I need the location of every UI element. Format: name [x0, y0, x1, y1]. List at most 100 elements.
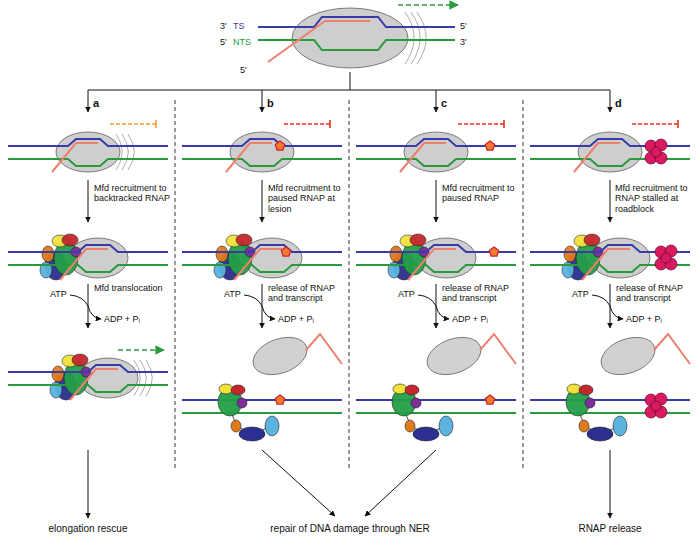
rna-transcript	[70, 369, 118, 400]
pause-arrow	[284, 123, 330, 125]
panel-separator	[175, 100, 176, 470]
mfd-domain	[231, 385, 245, 395]
backtrack-outline	[122, 134, 128, 170]
atp-in-arc	[418, 295, 436, 306]
rna-transcript	[654, 334, 690, 364]
adp-out-arc	[436, 306, 449, 319]
pause-bar	[329, 120, 331, 128]
rna-transcript	[480, 334, 516, 364]
step-arrow	[88, 180, 89, 222]
outcome-text: elongation rescue	[13, 523, 163, 535]
rna-transcript	[400, 143, 446, 172]
adp-label: ADP + Pᵢ	[104, 314, 140, 324]
branch-arrow	[436, 90, 437, 112]
roadblock-protein	[651, 147, 661, 157]
strand-end: 3'	[220, 21, 227, 31]
nontemplate-strand	[182, 412, 342, 414]
elongation-arrow	[398, 4, 458, 6]
strand-end: 5'	[220, 37, 227, 47]
step-arrow	[610, 180, 611, 222]
panel-letter: b	[267, 97, 274, 110]
backtrack-outline	[411, 12, 420, 64]
step-text: release of RNAP and transcript	[616, 283, 696, 304]
nontemplate-strand	[8, 265, 168, 272]
step-text: release of RNAP and transcript	[442, 283, 522, 304]
branch-arrow	[88, 90, 89, 112]
step-text: Mfd recruitment to paused RNAP at lesion	[268, 183, 350, 214]
adp-out-arc	[610, 306, 623, 319]
step-text: release of RNAP and transcript	[268, 283, 348, 304]
pause-arrow	[458, 123, 504, 125]
strand-name: TS	[233, 21, 245, 31]
rnap-polymerase	[248, 330, 312, 381]
rna-transcript	[574, 143, 620, 172]
step-text: Mfd recruitment to paused RNAP	[442, 183, 524, 204]
nontemplate-strand	[182, 265, 342, 272]
mfd-domain	[587, 427, 613, 441]
dna-lesion	[485, 395, 495, 404]
dna-lesion	[281, 247, 291, 256]
step-arrow	[262, 180, 263, 222]
adp-out-arc	[88, 306, 101, 319]
branch-arrow	[610, 90, 611, 112]
adp-label: ADP + Pᵢ	[626, 314, 662, 324]
mfd-domain	[216, 246, 228, 262]
mfd-domain	[231, 420, 241, 432]
nontemplate-strand	[356, 159, 516, 166]
nontemplate-strand	[356, 265, 516, 272]
atp-in-arc	[70, 295, 88, 306]
rnap-polymerase	[422, 330, 486, 381]
backtrack-outline	[128, 134, 134, 170]
mfd-domain	[72, 354, 88, 366]
strand-name: NTS	[233, 37, 251, 47]
step-text: Mfd recruitment to backtracked RNAP	[94, 183, 176, 204]
mfd-domain	[411, 398, 421, 408]
dna-lesion	[485, 141, 495, 150]
rna-transcript	[226, 143, 272, 172]
backtrack-outline	[146, 360, 152, 396]
mfd-domain	[237, 398, 247, 408]
rnap-polymerase	[596, 330, 660, 381]
rna-transcript	[60, 249, 108, 280]
adp-label: ADP + Pᵢ	[278, 314, 314, 324]
pause-arrow	[110, 123, 156, 125]
outcome-text: repair of DNA damage through NER	[240, 523, 460, 535]
outcome-arrow	[610, 450, 611, 518]
nontemplate-strand	[8, 159, 168, 166]
outcome-arrow	[88, 450, 89, 518]
mfd-domain	[405, 385, 419, 395]
roadblock-protein	[651, 401, 661, 411]
mfd-domain	[413, 427, 439, 441]
mfd-domain	[584, 234, 600, 246]
atp-label: ATP	[224, 289, 241, 299]
branch-arrow	[262, 90, 263, 112]
rna-transcript	[582, 249, 630, 280]
mfd-domain	[564, 246, 576, 262]
pause-bar	[503, 120, 505, 128]
backtrack-outline	[417, 12, 426, 64]
rna-transcript	[408, 249, 456, 280]
panel-letter: a	[93, 97, 99, 110]
mfd-domain	[236, 234, 252, 246]
mfd-domain	[390, 246, 402, 262]
panel-separator	[349, 100, 350, 470]
nontemplate-strand	[8, 385, 168, 392]
strand-end: 3'	[460, 37, 467, 47]
rna-transcript	[306, 334, 342, 364]
step-text: Mfd translocation	[94, 283, 174, 293]
atp-label: ATP	[572, 289, 589, 299]
mfd-domain	[410, 234, 426, 246]
outcome-arrow	[365, 450, 436, 516]
pause-arrow	[632, 123, 678, 125]
mfd-domain	[439, 416, 453, 436]
atp-label: ATP	[398, 289, 415, 299]
outcome-arrow	[262, 450, 335, 516]
panel-letter: c	[441, 97, 447, 110]
atp-label: ATP	[50, 289, 67, 299]
template-strand	[182, 399, 342, 401]
strand-end: 5'	[460, 21, 467, 31]
drawing	[8, 5, 690, 518]
nontemplate-strand	[356, 412, 516, 414]
atp-in-arc	[592, 295, 610, 306]
